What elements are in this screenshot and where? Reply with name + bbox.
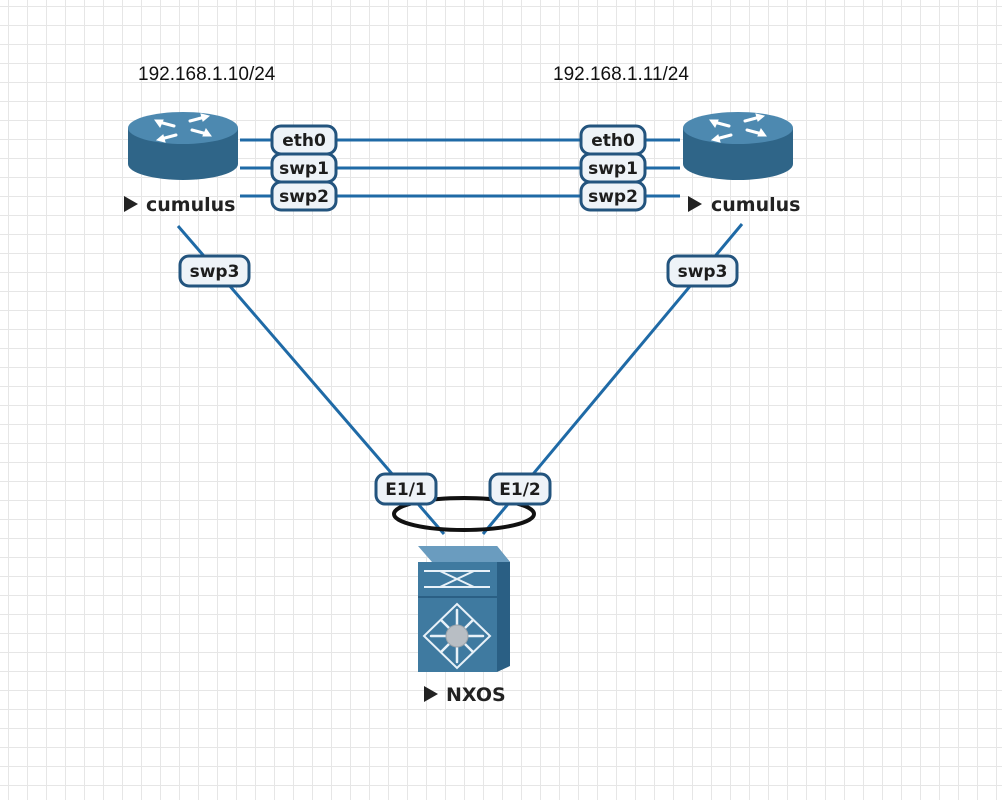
play-icon[interactable] [124, 196, 138, 212]
svg-text:eth0: eth0 [591, 131, 635, 151]
port-label-right-eth0[interactable]: eth0 [579, 124, 647, 156]
router-icon[interactable] [683, 112, 793, 180]
play-icon[interactable] [688, 196, 702, 212]
node-label-nxos[interactable]: NXOS [446, 684, 506, 706]
play-icon[interactable] [424, 686, 438, 702]
svg-text:swp1: swp1 [588, 159, 638, 179]
svg-text:E1/2: E1/2 [499, 480, 540, 500]
svg-text:E1/1: E1/1 [385, 480, 426, 500]
port-label-right-swp2[interactable]: swp2 [579, 180, 647, 212]
port-label-left-swp2[interactable]: swp2 [270, 180, 338, 212]
ip-label-left: 192.168.1.10/24 [138, 64, 276, 85]
port-label-e1-2[interactable]: E1/2 [488, 472, 552, 506]
nexus-switch-icon[interactable] [418, 546, 510, 672]
svg-text:eth0: eth0 [282, 131, 326, 151]
port-label-left-eth0[interactable]: eth0 [270, 124, 338, 156]
svg-text:swp1: swp1 [279, 159, 329, 179]
port-label-right-swp3[interactable]: swp3 [666, 254, 739, 288]
node-label-cumulus-right[interactable]: cumulus [711, 194, 800, 216]
port-label-left-swp3[interactable]: swp3 [178, 254, 251, 288]
svg-text:swp2: swp2 [588, 187, 638, 207]
port-label-right-swp1[interactable]: swp1 [579, 152, 647, 184]
svg-text:swp2: swp2 [279, 187, 329, 207]
port-label-e1-1[interactable]: E1/1 [374, 472, 438, 506]
svg-text:swp3: swp3 [190, 262, 240, 282]
svg-text:swp3: swp3 [678, 262, 728, 282]
port-label-left-swp1[interactable]: swp1 [270, 152, 338, 184]
router-icon[interactable] [128, 112, 238, 180]
port-channel-ring [392, 496, 536, 532]
ip-label-right: 192.168.1.11/24 [553, 64, 689, 85]
node-label-cumulus-left[interactable]: cumulus [146, 194, 235, 216]
